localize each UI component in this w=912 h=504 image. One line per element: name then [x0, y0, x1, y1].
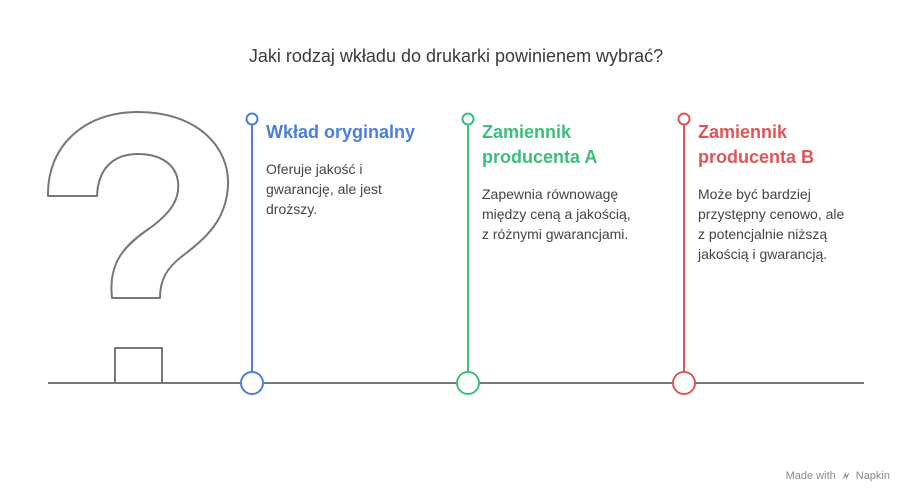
option-heading: Zamiennik producenta A — [482, 122, 598, 167]
option-2-marker — [456, 112, 480, 395]
option-card-replacement-b: Zamiennik producenta B Może być bardziej… — [698, 120, 878, 264]
option-3-marker — [672, 112, 696, 395]
option-description: Oferuje jakość i gwarancję, ale jest dro… — [266, 161, 382, 217]
option-description: Może być bardziej przystępny cenowo, ale… — [698, 186, 845, 262]
made-with-label: Made with — [785, 470, 836, 482]
option-1-marker — [240, 112, 264, 395]
diagram-title: Jaki rodzaj wkładu do drukarki powiniene… — [248, 46, 664, 66]
option-heading: Zamiennik producenta B — [698, 122, 815, 167]
option-description: Zapewnia równowagę między ceną a jakości… — [482, 186, 631, 242]
question-mark-icon — [46, 111, 230, 384]
napkin-logo-icon — [841, 472, 850, 480]
option-card-original: Wkład oryginalny Oferuje jakość i gwaran… — [266, 120, 446, 219]
option-card-replacement-a: Zamiennik producenta A Zapewnia równowag… — [482, 120, 662, 244]
made-with-napkin-credit[interactable]: Made with Napkin — [786, 470, 890, 482]
option-heading: Wkład oryginalny — [266, 122, 416, 142]
napkin-brand-label: Napkin — [855, 470, 890, 482]
